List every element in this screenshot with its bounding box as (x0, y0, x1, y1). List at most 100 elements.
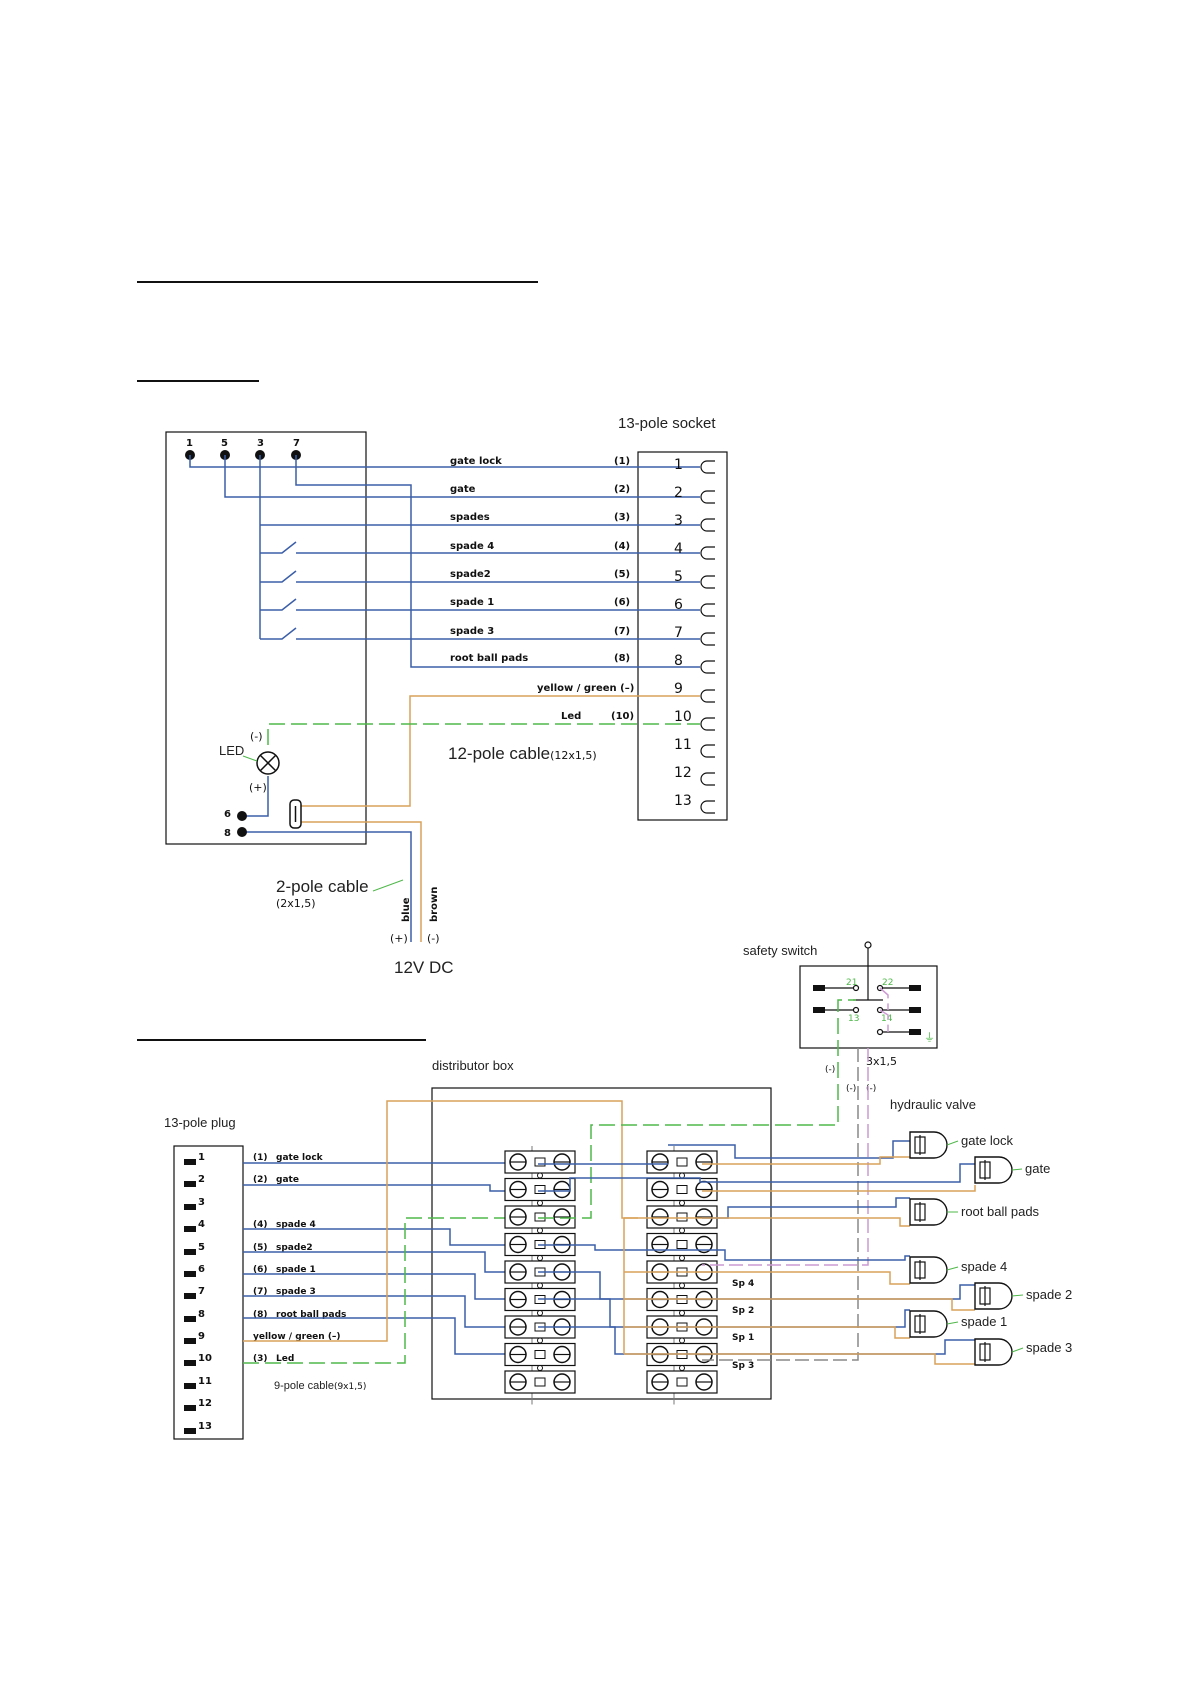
upper-diagram: 13-pole socket 1 5 3 7 (165, 415, 728, 977)
pink-switch-wire (702, 987, 889, 1266)
wire-spade2 (260, 570, 700, 583)
led-label: LED (219, 743, 244, 758)
plug-pin-row: 12 (184, 1398, 212, 1411)
plug-wire-label: spade 4 (276, 1220, 316, 1230)
blue-out-spade1 (538, 1298, 910, 1328)
wire-num: (7) (614, 626, 630, 637)
terminal-row (646, 1232, 718, 1261)
socket-hook (700, 518, 715, 532)
plug-wire-blue (243, 1228, 505, 1246)
wire-label: spade2 (450, 569, 491, 580)
terminal-row (646, 1260, 718, 1289)
socket-hook (700, 632, 715, 646)
plug-pin-label: 2 (198, 1174, 205, 1185)
plug-wire-num: (1) (253, 1153, 268, 1163)
socket-box (637, 451, 728, 821)
plug-pin-row: 10 (184, 1353, 212, 1366)
hydraulic-valve: gate lock (909, 1131, 1014, 1159)
terminal-row (504, 1177, 576, 1206)
control-pin-label: 1 (186, 438, 193, 449)
socket-pin-label: 11 (674, 737, 692, 753)
socket-hook (700, 744, 715, 758)
wire-num: (2) (614, 484, 630, 495)
blue-out-gate-lock (668, 1140, 910, 1159)
plug-pin-row: 8 (184, 1309, 205, 1322)
sp-label: Sp 4 (732, 1279, 754, 1289)
socket-pin-label: 3 (674, 513, 683, 529)
wire-label: spades (450, 512, 490, 523)
plug-pin-label: 1 (198, 1152, 205, 1163)
plug-wire-green (243, 1217, 505, 1364)
plug-wire-num: (7) (253, 1287, 268, 1297)
orange-out-gate-lock (702, 1156, 910, 1165)
valve-label: root ball pads (961, 1204, 1040, 1219)
minus-label: (-) (846, 1084, 856, 1094)
plug-wire-label: Led (276, 1354, 294, 1364)
control-pins: 1 5 3 7 (185, 438, 301, 460)
led-lamp: LED (-) (+) (219, 730, 280, 794)
upper-blue-wires (189, 455, 700, 942)
plug-wire-blue (243, 1295, 505, 1328)
wire-num: (1) (614, 456, 630, 467)
control-pin-label: 5 (221, 438, 228, 449)
wire-label: spade 3 (450, 626, 494, 637)
plug-wire-label: gate lock (276, 1153, 324, 1163)
plug-pin-label: 10 (198, 1353, 212, 1364)
blue-label: blue (401, 897, 412, 922)
terminal-row (646, 1205, 718, 1234)
plug-pin-label: 9 (198, 1331, 205, 1342)
plug-wire-label: spade 1 (276, 1265, 316, 1275)
blue-out-gate (538, 1163, 975, 1192)
plug-wire-blue (243, 1251, 505, 1273)
plug-pin-label: 6 (198, 1264, 205, 1275)
cable2-spec: (2x1,5) (276, 897, 316, 910)
socket-pin-label: 13 (674, 793, 692, 809)
plug-pin-row: 2 (184, 1174, 205, 1187)
socket-pin-label: 12 (674, 765, 692, 781)
wire-num: (4) (614, 541, 630, 552)
terminal-block-right (646, 1146, 718, 1405)
terminal-block-left (504, 1146, 576, 1405)
socket-pin-label: 1 (674, 457, 683, 473)
lower-diagram: safety switch 21 22 13 14 ⏚ (164, 941, 1072, 1440)
hydraulic-valve: spade 2 (974, 1282, 1072, 1310)
wire-label: gate lock (450, 456, 502, 467)
hydraulic-valve: spade 3 (974, 1338, 1072, 1366)
socket-pin-label: 7 (674, 625, 683, 641)
valve-label: spade 2 (1026, 1287, 1072, 1302)
wire-num: (5) (614, 569, 630, 580)
plug-pin-row: 13 (184, 1421, 212, 1434)
socket-hook (700, 575, 715, 589)
socket-hook (700, 490, 715, 504)
socket-hook (700, 460, 715, 474)
wire-label: spade 4 (450, 541, 494, 552)
socket-pin-label: 6 (674, 597, 683, 613)
plug-pin-row: 4 (184, 1219, 205, 1232)
plug-pin-row: 7 (184, 1286, 205, 1299)
plug-pin-label: 3 (198, 1197, 205, 1208)
supply-label: 12V DC (394, 958, 454, 977)
plug-wire-num: (4) (253, 1220, 268, 1230)
socket-pin-label: 9 (674, 681, 683, 697)
wire-label: spade 1 (450, 597, 494, 608)
plug-wire-label: root ball pads (276, 1310, 346, 1320)
wire-brown-supply (296, 821, 422, 942)
cable2-label: 2-pole cable (276, 877, 369, 896)
wire-led (267, 723, 700, 745)
wire-gate (224, 455, 700, 498)
supply-plus: (+) (390, 932, 408, 945)
wire-gate-lock (189, 455, 700, 468)
cable3-label: 3x1,5 (866, 1055, 897, 1068)
valve-label: spade 3 (1026, 1340, 1072, 1355)
contact-label: 22 (882, 978, 893, 988)
plug-pins: 1 2 3 4 5 6 7 8 9 10 11 12 13 (184, 1152, 212, 1434)
distributor-title: distributor box (432, 1058, 514, 1073)
valve-label: spade 1 (961, 1314, 1007, 1329)
wire-num: (10) (611, 711, 634, 722)
orange-out-spade4 (624, 1271, 910, 1285)
control-bottom-pin-label: 6 (224, 809, 231, 820)
distributor-box (431, 1087, 772, 1400)
orange-out-spade3 (624, 1353, 975, 1365)
terminal-row (504, 1232, 576, 1261)
sp-label: Sp 2 (732, 1306, 754, 1316)
